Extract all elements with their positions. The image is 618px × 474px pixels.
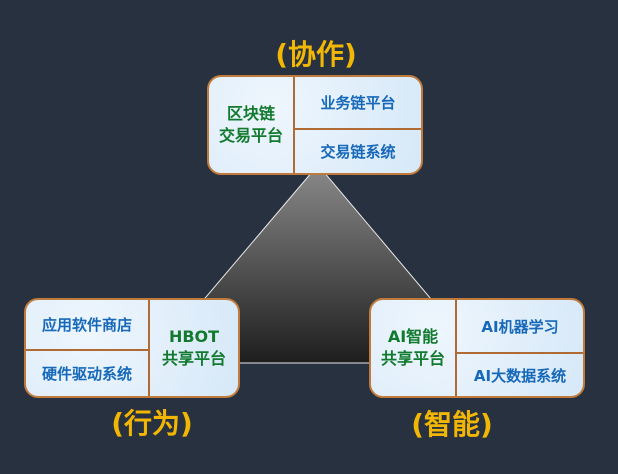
divider [293,77,295,173]
sub-item: 业务链平台 [320,94,396,112]
main-label: 区块链交易平台 [209,77,293,173]
divider [26,349,148,351]
main-line: AI智能 [387,327,439,346]
box-left: 应用软件商店 硬件驱动系统 HBOT 共享平台 [24,298,240,398]
caption-right: (智能) [411,408,493,441]
caption-left: (行为) [111,407,193,440]
sub-item: 交易链系统 [320,143,396,161]
main-line: HBOT [168,327,220,346]
divider [455,300,457,396]
main-label: AI智能共享平台 [371,300,455,396]
divider [293,128,421,130]
divider [148,300,150,396]
main-line: 共享平台 [380,349,445,368]
main-line: 区块链 [226,104,275,123]
box-right: AI智能共享平台 AI机器学习 AI大数据系统 [369,298,585,398]
caption-top: (协作) [275,38,357,71]
main-line: 共享平台 [161,349,226,368]
main-label: HBOT 共享平台 [150,300,238,396]
box-top: 区块链交易平台 业务链平台 交易链系统 [207,75,423,175]
main-line: 交易平台 [218,126,283,145]
sub-item: 硬件驱动系统 [41,365,132,383]
sub-item: AI机器学习 [481,317,559,336]
sub-item: 应用软件商店 [41,316,132,334]
sub-item: AI大数据系统 [473,366,567,385]
divider [455,352,583,354]
